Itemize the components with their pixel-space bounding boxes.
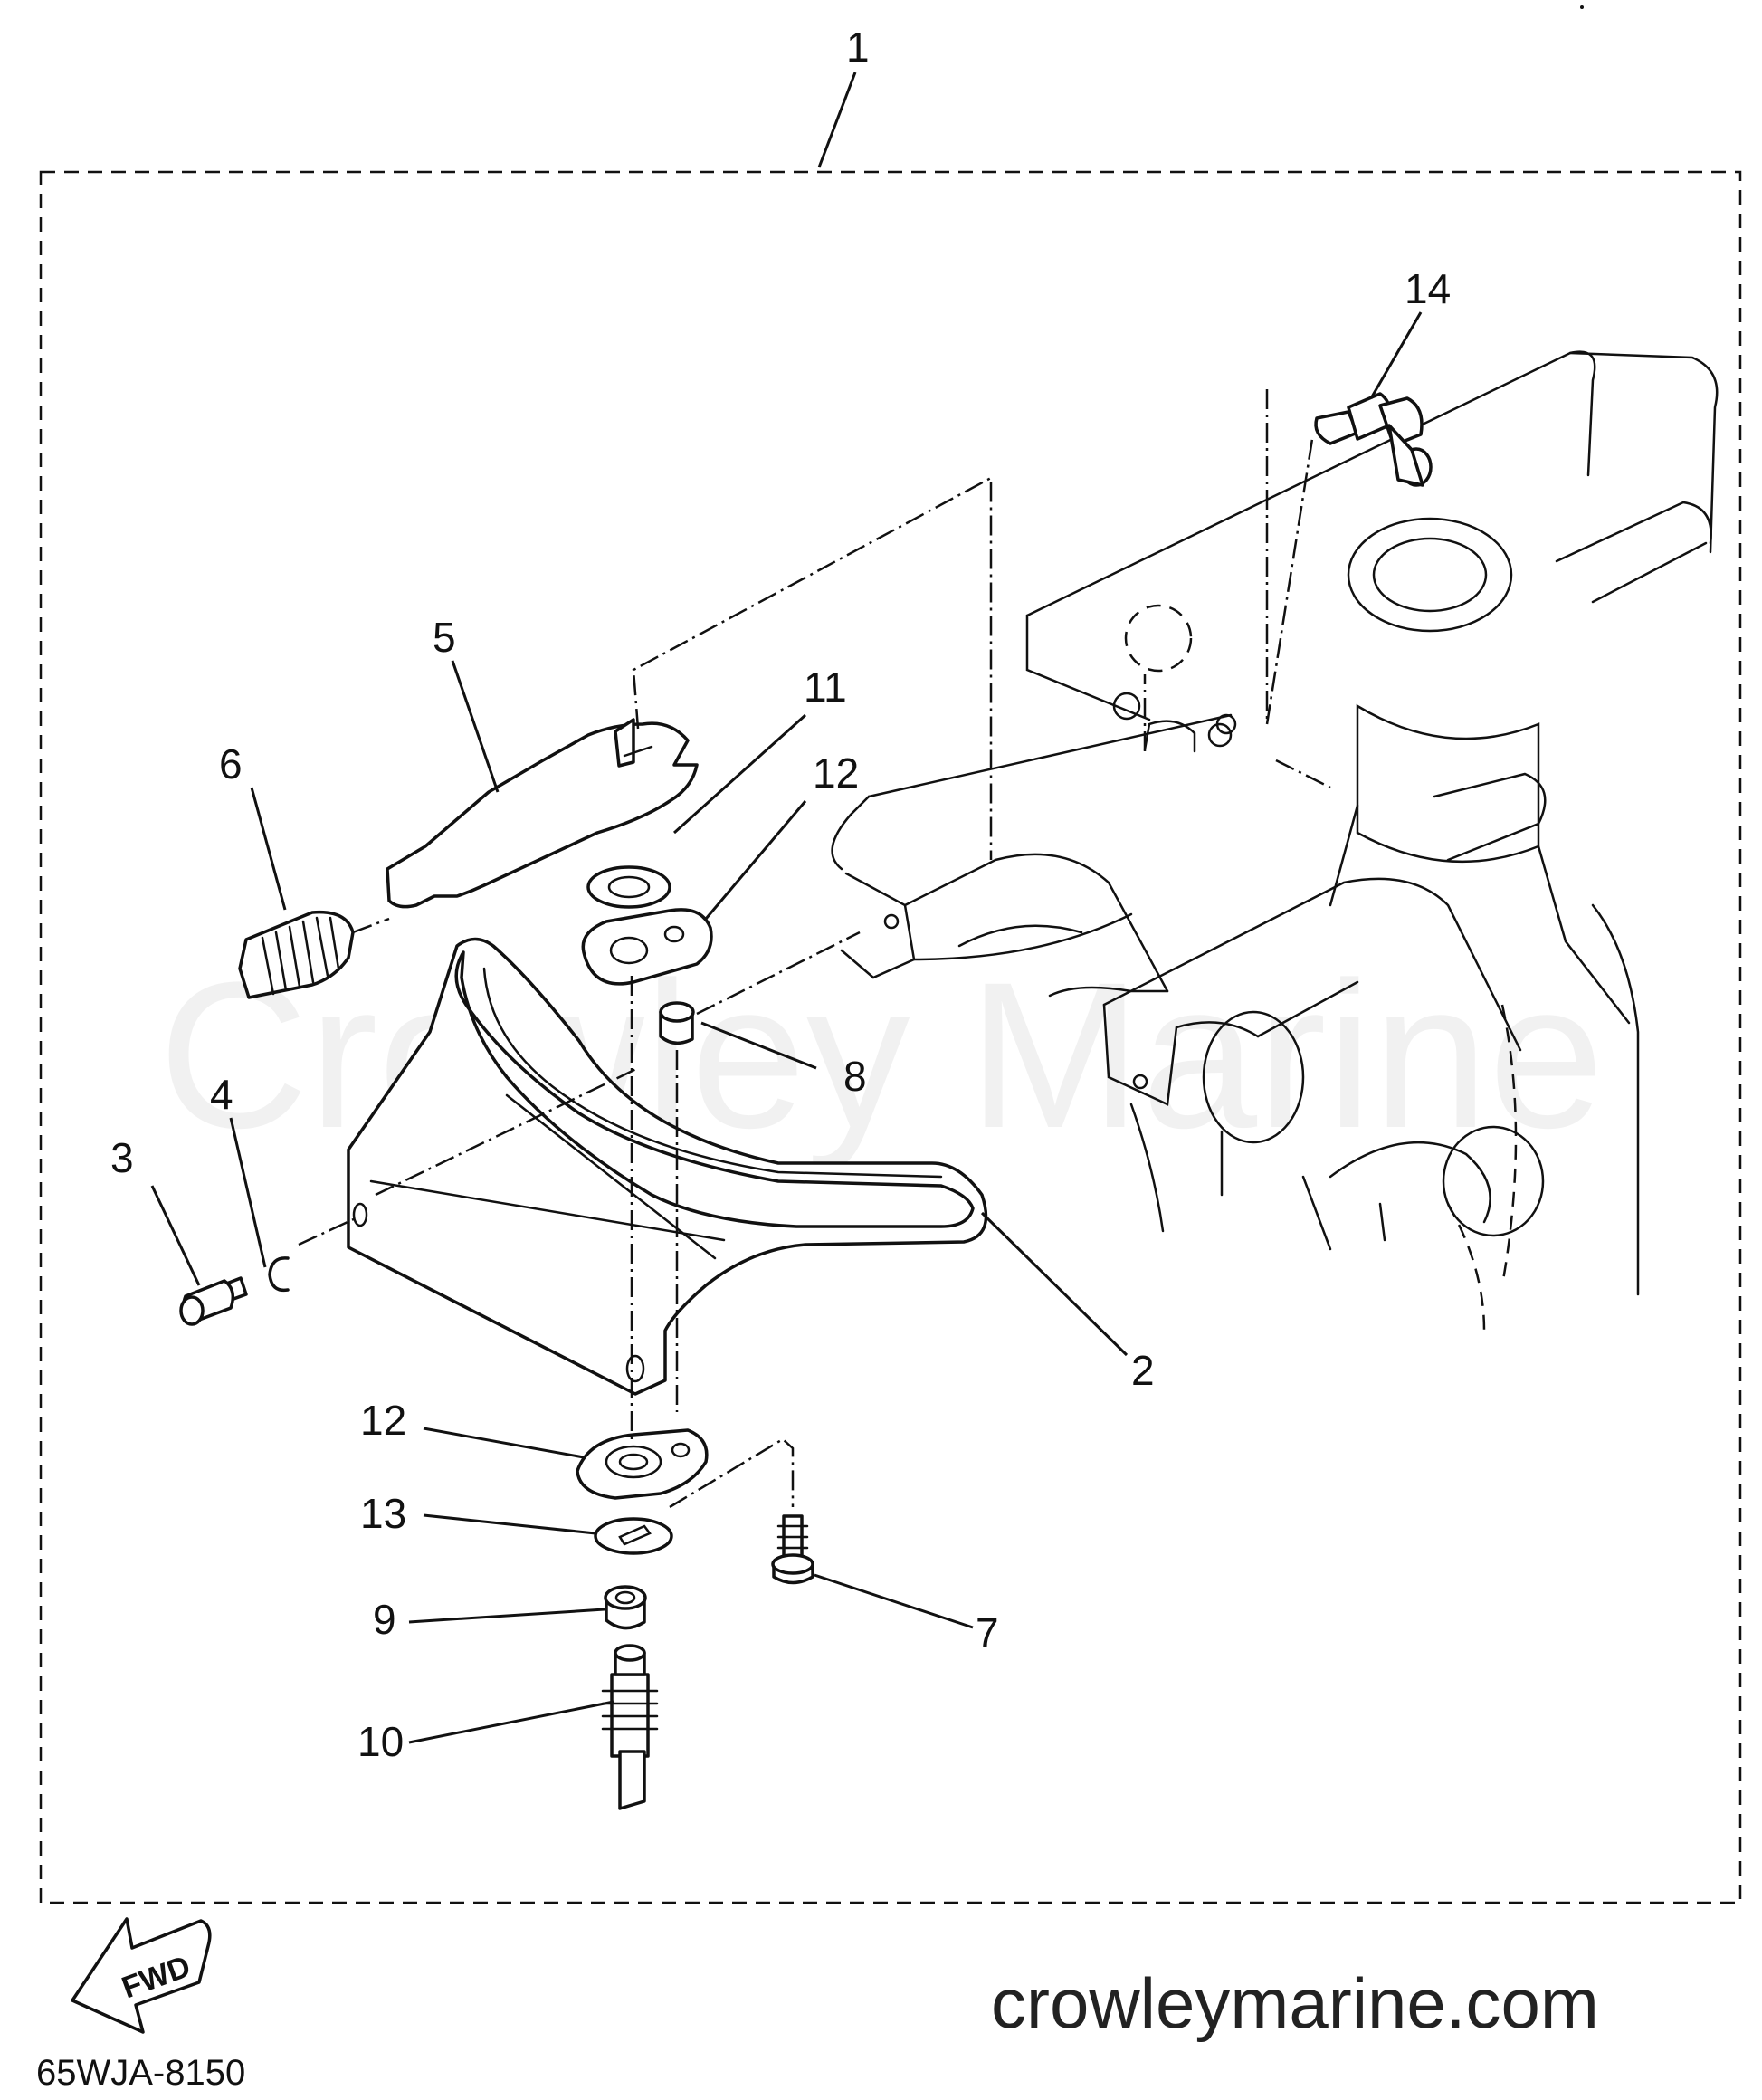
plate-part-12-lower [576,1428,709,1500]
bolt-part-7 [771,1514,814,1585]
callout-3: 3 [110,1134,134,1181]
callout-8: 8 [843,1053,867,1100]
callout-14: 14 [1405,265,1451,312]
callout-7: 7 [976,1609,999,1656]
washer-part-13 [594,1517,673,1555]
swivel-bracket-assembly [831,350,1719,1332]
scan-dot [1580,5,1584,9]
bolt-part-3 [179,1276,248,1326]
callout-11: 11 [804,663,847,711]
callout-2: 2 [1131,1347,1155,1394]
shift-lever-part-5 [386,718,699,909]
callout-5: 5 [433,614,456,661]
washer-part-11 [586,865,671,909]
callout-10: 10 [357,1718,404,1765]
diagram-code: 65WJA-8150 [36,2053,245,2093]
screw-part-10 [601,1644,659,1810]
leader-lines [150,72,1423,1744]
callout-13: 13 [360,1490,406,1537]
assembly-lines [298,389,1331,1509]
callout-12-upper: 12 [813,749,859,797]
callout-6: 6 [219,740,243,788]
callout-12-lower: 12 [360,1397,406,1444]
site-url: crowleymarine.com [991,1963,1599,2043]
stud-part-14 [1314,392,1433,487]
lever-bracket-part-2 [347,937,988,1396]
collar-part-8 [659,1001,695,1045]
callout-1: 1 [846,24,870,71]
fwd-arrow-icon: FWD [71,1917,212,2034]
lever-grip-part-6 [238,910,390,999]
plate-part-12-upper [581,908,713,986]
kit-boundary [39,170,1742,1904]
callout-labels: 1 2 3 4 5 6 7 8 9 10 11 12 12 13 14 [110,24,1451,1765]
nut-part-9 [604,1585,647,1630]
callout-4: 4 [210,1071,233,1118]
callout-9: 9 [373,1596,396,1643]
clip-part-4 [268,1256,290,1293]
